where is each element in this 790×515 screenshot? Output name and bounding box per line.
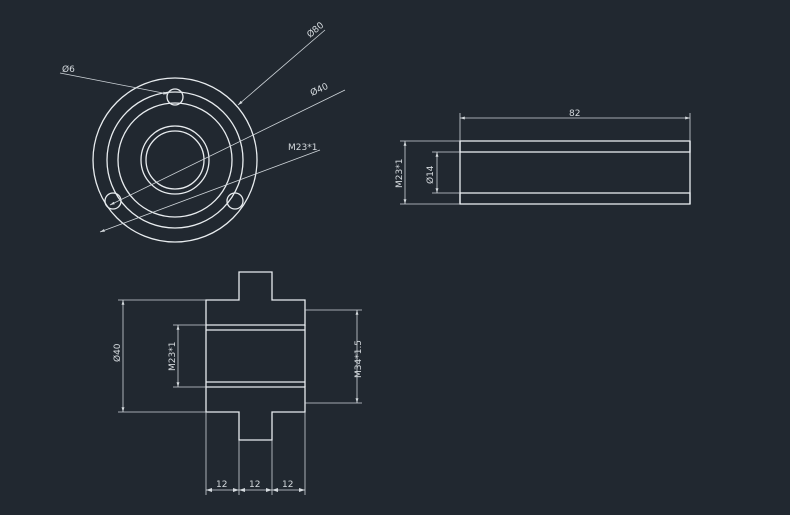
outer-circle	[92, 77, 258, 243]
hole-dim: Ø6	[62, 64, 75, 75]
section-view: Ø40 M23*1 M34*1.5 12 12 12	[112, 271, 364, 495]
outer-thread-dim: M34*1.5	[354, 340, 364, 378]
side-thread-dim: M23*1	[395, 159, 405, 188]
width-1: 12	[216, 480, 227, 490]
side-view: 82 M23*1 Ø14	[395, 109, 691, 205]
width-2: 12	[249, 480, 260, 490]
od80-dim: Ø80	[305, 20, 326, 41]
od40-dim: Ø40	[309, 81, 331, 99]
front-view: Ø6 Ø80 Ø40 M23*1	[59, 20, 346, 243]
width-3: 12	[282, 480, 293, 490]
flange-dim: Ø40	[112, 343, 123, 362]
bore-dim: Ø14	[425, 165, 436, 184]
od80-leader	[237, 29, 326, 106]
mount-hole	[104, 192, 122, 210]
section-thread-dim: M23*1	[168, 342, 178, 371]
front-thread-dim: M23*1	[288, 143, 317, 153]
thread-leader	[99, 149, 321, 233]
top-wall	[459, 140, 691, 153]
od40-leader	[109, 89, 346, 206]
bolt-circle	[106, 91, 244, 229]
hub-circle	[117, 102, 233, 218]
length-dim: 82	[569, 109, 580, 119]
bore-inner-circle	[145, 130, 205, 190]
hole-leader	[59, 72, 169, 95]
bore-outer-circle	[140, 125, 210, 195]
mount-hole	[166, 88, 184, 106]
upper-section	[205, 271, 306, 326]
lower-section	[205, 386, 306, 441]
bottom-wall	[459, 192, 691, 205]
mount-hole	[226, 192, 244, 210]
